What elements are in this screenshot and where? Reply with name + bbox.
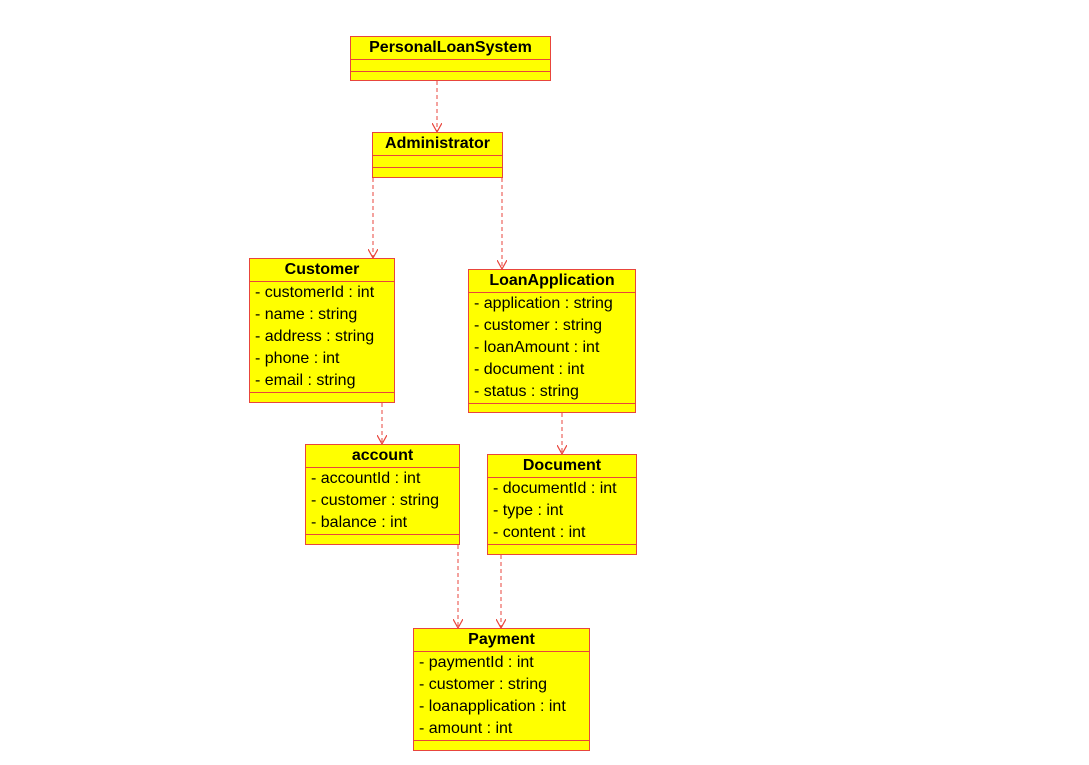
- class-name: PersonalLoanSystem: [369, 39, 532, 56]
- operation-list: [250, 392, 394, 403]
- attribute-list: - application : string - customer : stri…: [469, 292, 635, 403]
- class-name: Payment: [468, 631, 535, 648]
- attribute: - document : int: [474, 361, 585, 378]
- divider: [351, 59, 550, 71]
- class-name: Customer: [284, 261, 360, 278]
- attribute: - paymentId : int: [419, 654, 534, 671]
- class-document[interactable]: Document - documentId : int - type : int…: [487, 454, 637, 555]
- class-administrator[interactable]: Administrator: [372, 132, 503, 178]
- operation-list: [469, 403, 635, 414]
- attribute: - name : string: [255, 306, 358, 323]
- attribute: - address : string: [255, 328, 375, 345]
- attribute-list: - documentId : int - type : int - conten…: [488, 477, 636, 544]
- class-personalloansystem[interactable]: PersonalLoanSystem: [350, 36, 551, 81]
- class-account[interactable]: account - accountId : int - customer : s…: [305, 444, 460, 545]
- attribute: - accountId : int: [311, 470, 421, 487]
- class-name: LoanApplication: [489, 272, 615, 289]
- attribute-list: - paymentId : int - customer : string - …: [414, 651, 589, 740]
- class-loanapplication[interactable]: LoanApplication - application : string -…: [468, 269, 636, 413]
- attribute: - loanapplication : int: [419, 698, 566, 715]
- divider: [351, 71, 550, 82]
- attribute: - loanAmount : int: [474, 339, 600, 356]
- attribute: - customer : string: [474, 317, 603, 334]
- divider: [373, 167, 502, 179]
- class-customer[interactable]: Customer - customerId : int - name : str…: [249, 258, 395, 403]
- attribute: - customer : string: [311, 492, 440, 509]
- class-name: Administrator: [385, 135, 490, 152]
- operation-list: [306, 534, 459, 545]
- operation-list: [414, 740, 589, 751]
- attribute: - content : int: [493, 524, 586, 541]
- attribute-list: - accountId : int - customer : string - …: [306, 467, 459, 534]
- attribute: - balance : int: [311, 514, 408, 531]
- operation-list: [488, 544, 636, 555]
- attribute-list: - customerId : int - name : string - add…: [250, 281, 394, 392]
- class-name: Document: [522, 457, 602, 474]
- class-payment[interactable]: Payment - paymentId : int - customer : s…: [413, 628, 590, 751]
- attribute: - amount : int: [419, 720, 513, 737]
- attribute: - documentId : int: [493, 480, 617, 497]
- class-name: account: [351, 447, 414, 464]
- attribute: - phone : int: [255, 350, 340, 367]
- divider: [373, 155, 502, 167]
- attribute: - customerId : int: [255, 284, 375, 301]
- attribute: - type : int: [493, 502, 564, 519]
- attribute: - customer : string: [419, 676, 548, 693]
- attribute: - status : string: [474, 383, 579, 400]
- attribute: - email : string: [255, 372, 356, 389]
- attribute: - application : string: [474, 295, 613, 312]
